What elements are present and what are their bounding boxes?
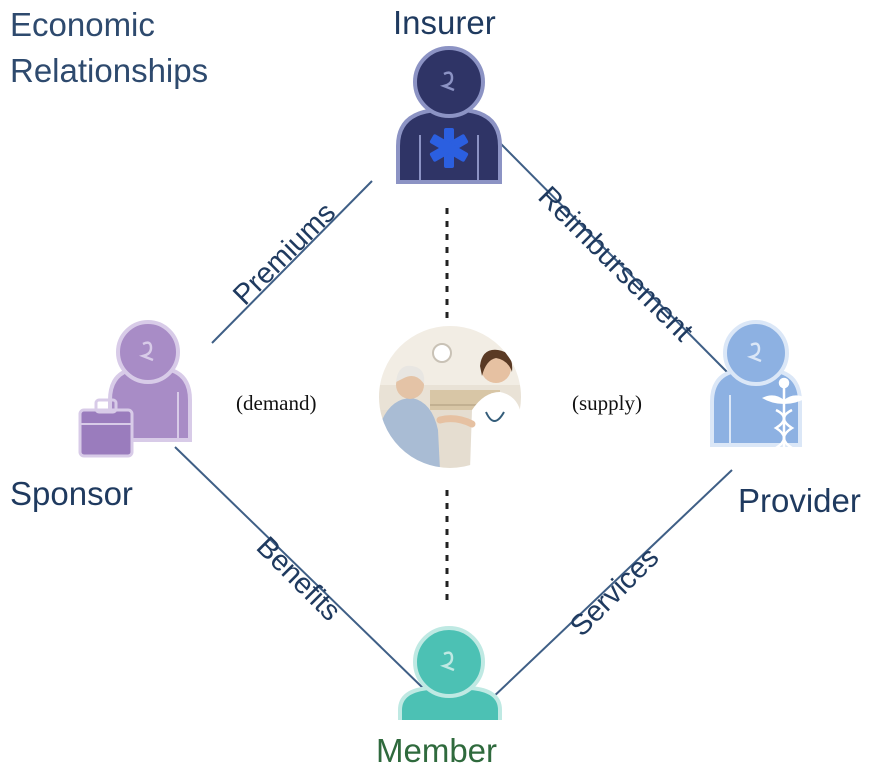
doctor-patient-photo <box>377 324 523 470</box>
star-of-life-icon <box>429 128 469 168</box>
benefits-line <box>174 446 426 691</box>
title-line-1: Economic <box>10 6 155 43</box>
insurer-icon <box>396 46 502 184</box>
caduceus-icon <box>762 377 806 458</box>
sponsor-label: Sponsor <box>10 475 133 512</box>
member-label: Member <box>376 732 498 769</box>
member-icon <box>398 626 502 720</box>
demand-label: (demand) <box>236 391 317 415</box>
provider-icon <box>710 320 806 458</box>
reimbursement-line <box>499 142 731 376</box>
briefcase-icon <box>78 398 134 458</box>
premiums-line <box>211 180 373 344</box>
title-line-2: Relationships <box>10 52 209 89</box>
sponsor-icon <box>78 320 192 458</box>
insurer-label: Insurer <box>393 4 496 41</box>
supply-label: (supply) <box>572 391 642 415</box>
services-line <box>489 469 733 701</box>
provider-label: Provider <box>738 482 861 519</box>
